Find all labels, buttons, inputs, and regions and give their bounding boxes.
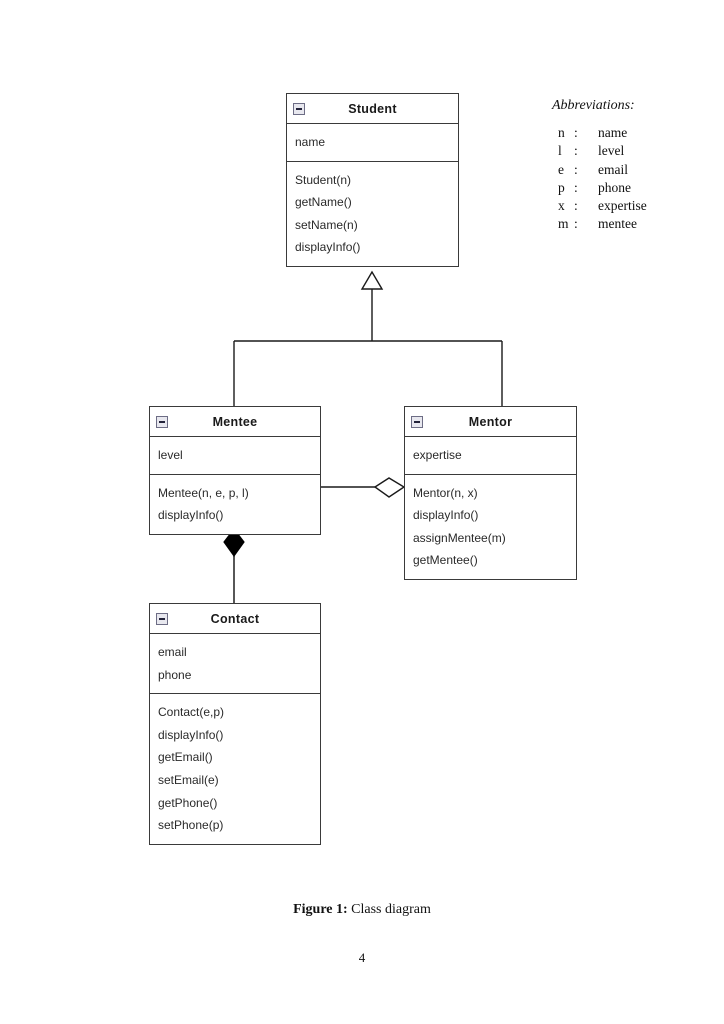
abbreviation-row: x : expertise (552, 197, 647, 215)
class-name-contact: Contact (210, 611, 260, 626)
attributes-compartment-mentor: expertise (405, 437, 576, 475)
method-row: Mentor(n, x) (413, 485, 478, 500)
minus-box-icon[interactable] (156, 612, 168, 625)
abbreviation-value: email (598, 161, 628, 177)
class-name-mentee: Mentee (212, 414, 258, 429)
method-row: displayInfo() (158, 508, 224, 523)
uml-class-student[interactable]: Student name Student(n) getName() setNam… (286, 93, 459, 267)
attributes-compartment-student: name (287, 124, 458, 162)
minus-box-icon[interactable] (156, 415, 168, 428)
abbreviation-separator: : (574, 143, 578, 159)
methods-compartment-student: Student(n) getName() setName(n) displayI… (287, 162, 458, 266)
method-row: assignMentee(m) (413, 530, 506, 545)
attribute-row: phone (158, 667, 192, 682)
abbreviations-table: n : name l : level e : email p : pho (552, 124, 647, 234)
method-row: getPhone() (158, 795, 218, 810)
abbreviation-key: e (558, 161, 564, 177)
abbreviation-separator: : (574, 216, 578, 232)
method-row: Mentee(n, e, p, l) (158, 485, 249, 500)
abbreviation-separator: : (574, 125, 578, 140)
method-row: Contact(e,p) (158, 705, 225, 720)
methods-compartment-mentor: Mentor(n, x) displayInfo() assignMentee(… (405, 475, 576, 579)
page-number: 4 (358, 950, 366, 965)
methods-compartment-mentee: Mentee(n, e, p, l) displayInfo() (150, 475, 320, 534)
abbreviation-key: n (558, 125, 565, 140)
class-name-student: Student (348, 101, 397, 116)
uml-class-contact[interactable]: Contact email phone Contact(e,p) display… (149, 603, 321, 845)
uml-class-mentor[interactable]: Mentor expertise Mentor(n, x) displayInf… (404, 406, 577, 580)
class-name-mentor: Mentor (468, 414, 513, 429)
abbreviation-row: m : mentee (552, 215, 647, 233)
uml-class-mentee[interactable]: Mentee level Mentee(n, e, p, l) displayI… (149, 406, 321, 535)
attribute-row: level (158, 448, 183, 462)
attributes-compartment-contact: email phone (150, 634, 320, 695)
method-row: getEmail() (158, 750, 213, 765)
class-header-contact: Contact (150, 604, 320, 634)
method-row: displayInfo() (158, 727, 224, 742)
method-row: setPhone(p) (158, 818, 224, 833)
aggregation-connector-mentor-mentee (321, 477, 406, 498)
figure-label: Figure 1: (293, 902, 348, 917)
method-row: setEmail(e) (158, 772, 219, 787)
abbreviation-value: mentee (598, 216, 637, 232)
abbreviations-legend: Abbreviations: n : name l : level e : em… (552, 98, 647, 234)
abbreviation-value: level (598, 143, 625, 159)
abbreviation-separator: : (574, 198, 578, 214)
abbreviation-separator: : (574, 161, 578, 177)
composition-connector-mentee-contact (223, 528, 245, 603)
minus-box-icon[interactable] (411, 415, 423, 428)
class-header-student: Student (287, 94, 458, 124)
abbreviation-row: e : email (552, 161, 647, 179)
abbreviation-key: m (558, 216, 569, 232)
method-row: displayInfo() (413, 508, 479, 523)
method-row: Student(n) (295, 172, 352, 187)
abbreviation-key: p (558, 179, 565, 195)
abbreviation-separator: : (574, 179, 578, 195)
attributes-compartment-mentee: level (150, 437, 320, 475)
class-header-mentee: Mentee (150, 407, 320, 437)
method-row: getMentee() (413, 553, 478, 568)
hollow-triangle-icon (360, 270, 384, 290)
figure-caption: Figure 1: Class diagram (0, 902, 724, 918)
abbreviation-key: l (558, 143, 562, 159)
abbreviations-title: Abbreviations: (552, 98, 635, 113)
abbreviation-row: l : level (552, 142, 647, 160)
method-row: getName() (295, 195, 352, 210)
abbreviation-row: p : phone (552, 179, 647, 197)
attribute-row: expertise (413, 448, 462, 462)
attribute-row: email (158, 645, 187, 659)
minus-box-icon[interactable] (293, 102, 305, 115)
method-row: setName(n) (295, 217, 358, 232)
figure-caption-text: Class diagram (347, 902, 431, 917)
abbreviation-value: expertise (598, 198, 647, 214)
abbreviation-value: name (598, 125, 628, 140)
abbreviation-key: x (558, 198, 565, 214)
class-header-mentor: Mentor (405, 407, 576, 437)
abbreviation-row: n : name (552, 124, 647, 142)
hollow-diamond-icon (373, 477, 406, 498)
abbreviation-value: phone (598, 179, 631, 195)
attribute-row: name (295, 135, 326, 149)
methods-compartment-contact: Contact(e,p) displayInfo() getEmail() se… (150, 694, 320, 844)
method-row: displayInfo() (295, 240, 361, 255)
generalization-connector-student (233, 270, 503, 406)
